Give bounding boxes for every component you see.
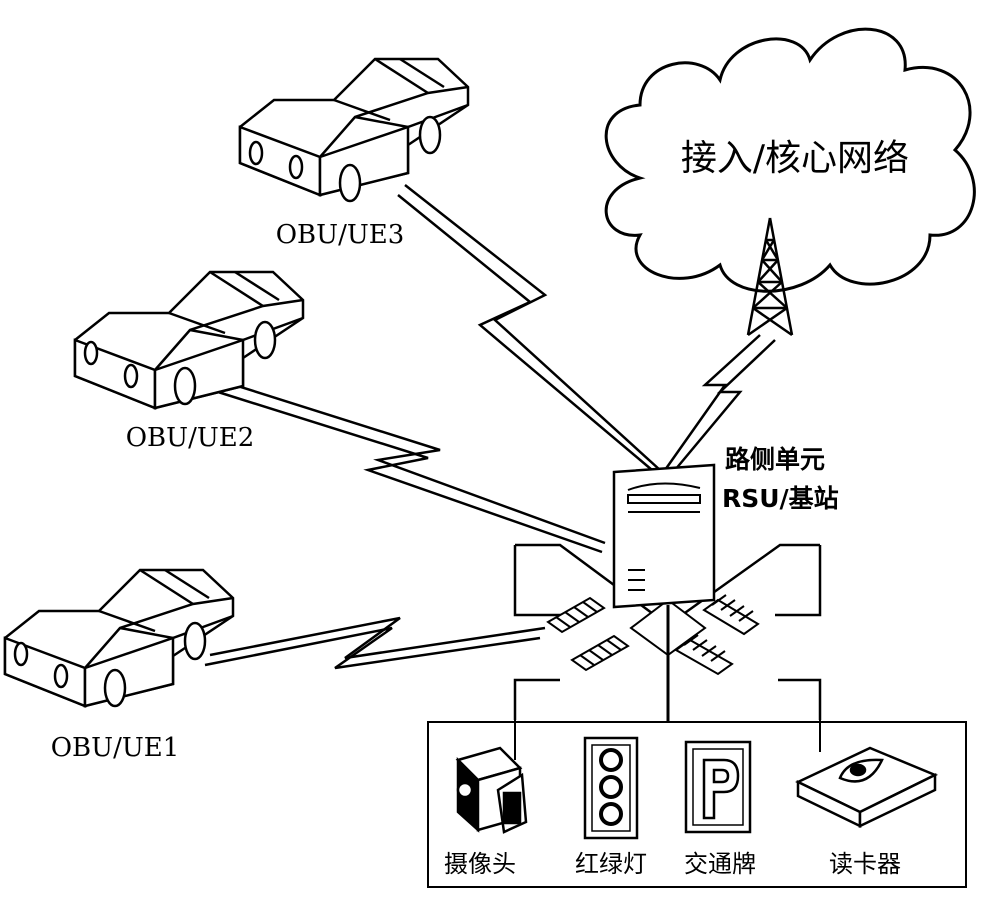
device-label-camera: 摄像头 xyxy=(444,850,516,878)
crosswalk-left xyxy=(546,596,606,634)
cell-tower-icon xyxy=(746,217,794,337)
rsu-unit xyxy=(612,463,716,722)
traffic-light-icon xyxy=(583,736,639,840)
rsu-label-line1: 路侧单元 xyxy=(725,445,825,474)
link-ue3-rsu-2 xyxy=(397,194,653,471)
link-ue1-rsu-2 xyxy=(204,626,541,670)
link-ue2-rsu-2 xyxy=(217,390,603,554)
link-rsu-tower xyxy=(663,334,761,471)
vehicle-label-ue2: OBU/UE2 xyxy=(126,423,255,453)
link-ue2-rsu xyxy=(224,380,606,545)
camera-icon xyxy=(455,746,528,834)
vehicle-ue1 xyxy=(3,568,235,708)
device-label-sign: 交通牌 xyxy=(684,850,756,878)
rsu-label-line2: RSU/基站 xyxy=(722,484,839,513)
vehicle-ue2 xyxy=(73,270,305,410)
vehicle-label-ue3: OBU/UE3 xyxy=(276,220,405,250)
link-ue1-rsu xyxy=(209,616,546,660)
vehicle-ue3 xyxy=(238,57,470,203)
vehicle-label-ue1: OBU/UE1 xyxy=(51,733,180,763)
cloud-label: 接入/核心网络 xyxy=(681,138,909,179)
crosswalk-right xyxy=(702,594,760,636)
device-label-traffic-light: 红绿灯 xyxy=(575,850,647,878)
core-network-cloud: 接入/核心网络 xyxy=(604,27,976,293)
parking-sign-icon xyxy=(684,740,752,834)
link-rsu-tower-2 xyxy=(674,339,776,471)
device-label-card-reader: 读卡器 xyxy=(829,850,901,878)
wireless-links xyxy=(204,184,776,670)
card-reader-icon xyxy=(795,746,939,828)
crosswalk-bottom-left xyxy=(570,634,630,672)
